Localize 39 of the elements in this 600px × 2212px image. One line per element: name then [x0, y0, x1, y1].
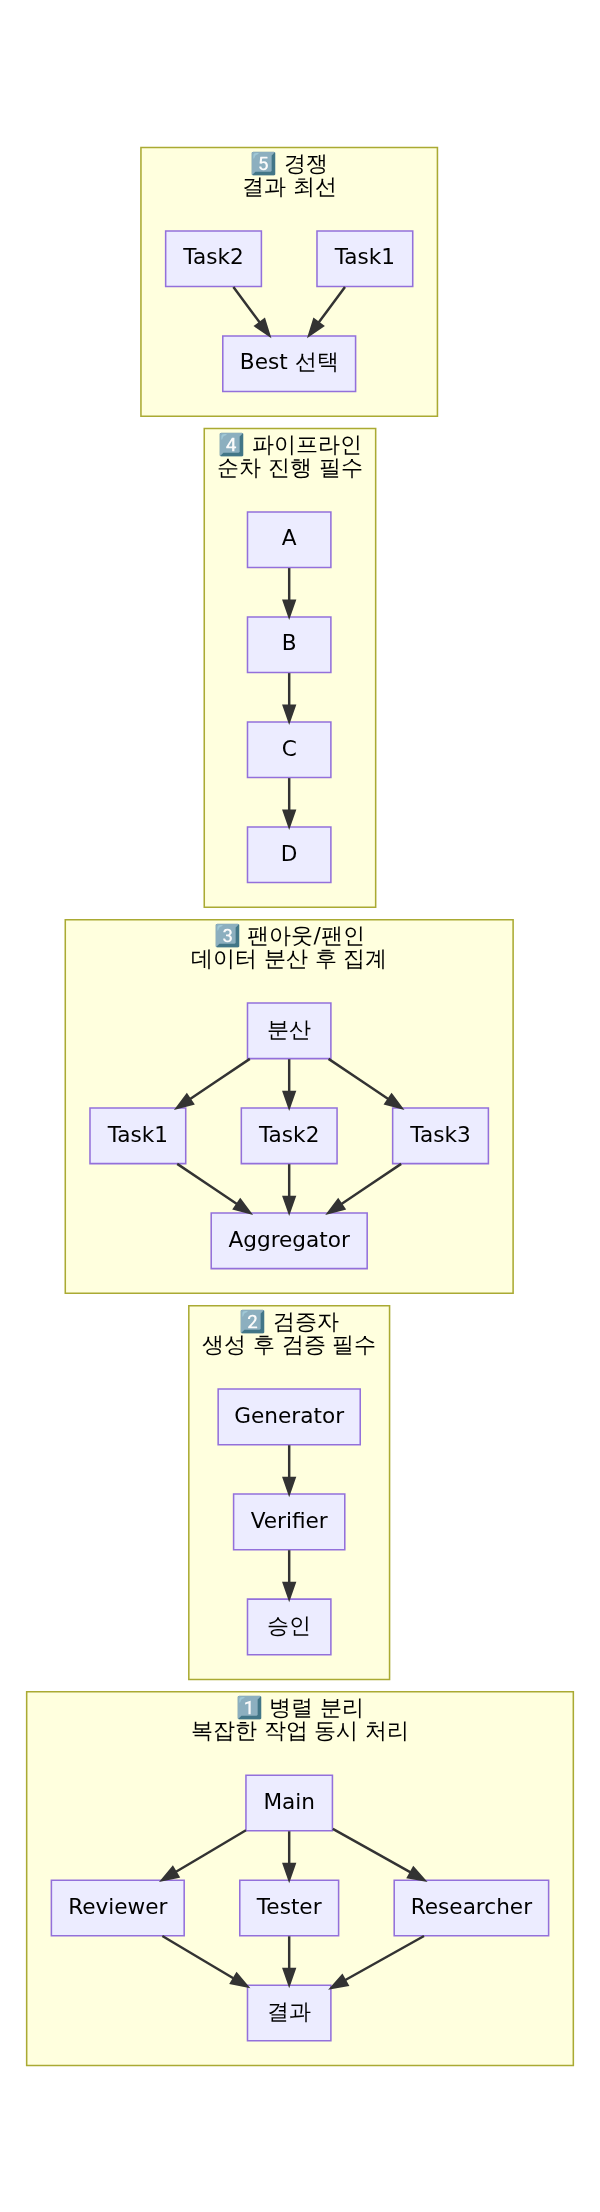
arrow	[282, 1830, 297, 1883]
node-box: 결과	[246, 1983, 332, 2042]
node-box: Generator	[217, 1387, 361, 1445]
node-box: Task1	[316, 229, 414, 287]
arrow	[325, 1162, 402, 1215]
arrow	[282, 1935, 297, 1988]
node-box: Aggregator	[210, 1211, 368, 1269]
node-box: 분산	[246, 1001, 332, 1059]
node-box: A	[246, 510, 332, 568]
arrow	[328, 1934, 425, 1990]
arrow	[282, 1444, 297, 1497]
arrow	[282, 567, 297, 620]
arrow	[173, 1057, 251, 1110]
node-box: Reviewer	[50, 1878, 185, 1936]
node-box: B	[246, 615, 332, 673]
arrow	[232, 285, 272, 338]
node-box: C	[246, 720, 332, 778]
node-box: Task1	[89, 1106, 187, 1164]
node-box: Tester	[239, 1878, 340, 1936]
arrow	[282, 777, 297, 830]
node-box: Task2	[164, 229, 263, 287]
node-box: Task3	[391, 1106, 490, 1164]
arrow	[306, 285, 346, 338]
arrow	[282, 1058, 297, 1111]
arrow	[176, 1162, 254, 1215]
node-box: Main	[245, 1773, 334, 1831]
arrow	[282, 672, 297, 725]
node-box: Verifier	[232, 1492, 346, 1550]
arrow	[332, 1827, 428, 1882]
node-box: Best 선택	[222, 334, 357, 392]
arrow	[282, 1163, 297, 1216]
node-box: Researcher	[393, 1878, 550, 1936]
node-box: Task2	[240, 1106, 338, 1164]
arrow	[282, 1549, 297, 1602]
arrow	[327, 1057, 405, 1110]
arrow	[161, 1934, 251, 1988]
arrow	[159, 1828, 247, 1882]
node-box: D	[246, 825, 332, 883]
node-box: 승인	[246, 1597, 332, 1655]
